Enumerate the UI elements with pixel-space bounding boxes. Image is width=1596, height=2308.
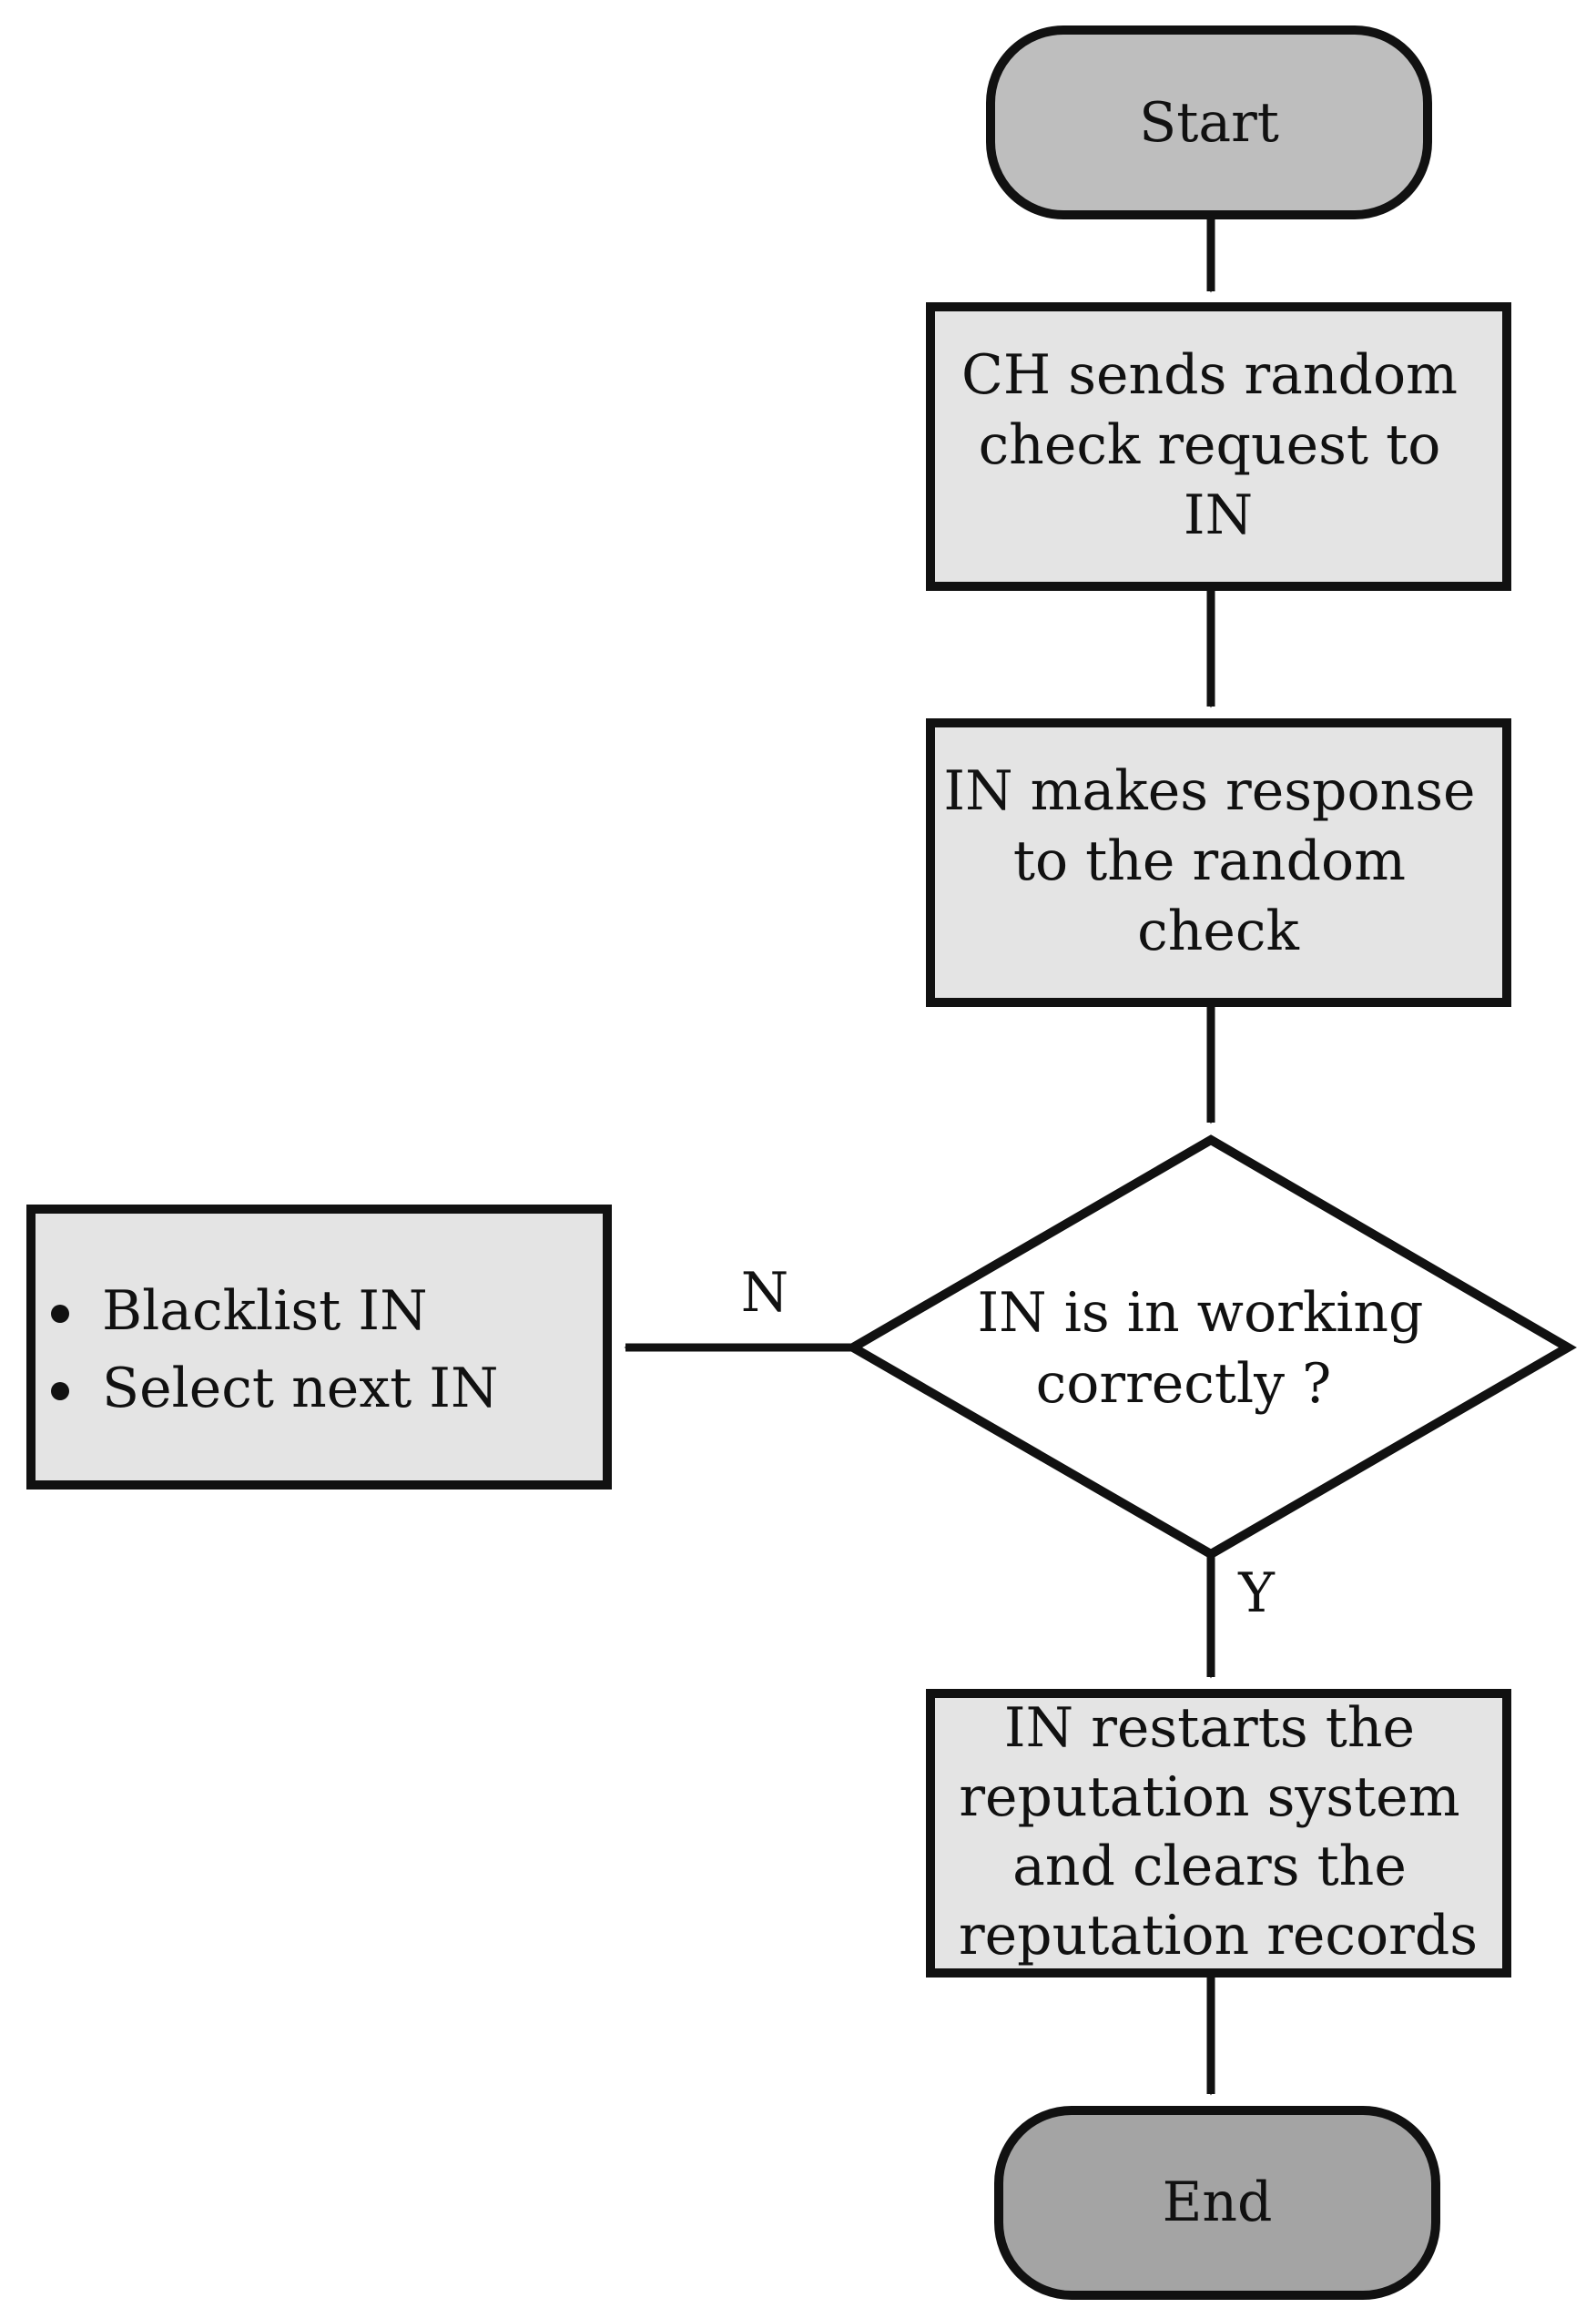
restart-line-4: reputation records xyxy=(959,1904,1478,1967)
blacklist-item-2: Select next IN xyxy=(102,1357,498,1420)
make-response-line-1: IN makes response xyxy=(943,759,1475,823)
end-label: End xyxy=(1163,2171,1273,2234)
decision-label: IN is in working correctly ? xyxy=(977,1281,1440,1416)
make-response-label: IN makes response to the random check xyxy=(943,759,1492,963)
blacklist-node: Blacklist IN Select next IN xyxy=(26,1205,612,1490)
decision-line-2: correctly ? xyxy=(1036,1352,1332,1416)
make-response-shape xyxy=(926,718,1511,1007)
restart-shape xyxy=(926,1689,1511,1978)
restart-node: IN restarts the reputation system and cl… xyxy=(926,1689,1511,1978)
no-label: N xyxy=(741,1261,789,1325)
restart-line-1: IN restarts the xyxy=(1004,1696,1415,1760)
bullet-icon xyxy=(51,1382,69,1400)
blacklist-shape xyxy=(26,1205,612,1490)
make-response-line-3: check xyxy=(1137,900,1299,963)
start-node: Start xyxy=(986,25,1432,219)
restart-line-3: and clears the xyxy=(1012,1835,1407,1898)
start-label: Start xyxy=(1139,91,1279,155)
end-shape xyxy=(994,2106,1440,2300)
send-request-line-1: CH sends random xyxy=(961,343,1458,407)
send-request-label: CH sends random check request to IN xyxy=(961,343,1475,547)
decision-shape xyxy=(844,1134,1577,1560)
restart-line-2: reputation system xyxy=(959,1765,1459,1829)
decision-line-1: IN is in working xyxy=(977,1281,1423,1345)
end-node: End xyxy=(994,2106,1440,2300)
bullet-icon xyxy=(51,1305,69,1323)
decision-node: IN is in working correctly ? xyxy=(844,1134,1577,1560)
yes-label: Y xyxy=(1237,1561,1276,1625)
send-request-shape xyxy=(926,302,1511,591)
restart-label: IN restarts the reputation system and cl… xyxy=(959,1696,1478,1967)
make-response-node: IN makes response to the random check xyxy=(926,718,1511,1007)
send-request-line-2: check request to xyxy=(979,413,1441,477)
send-request-node: CH sends random check request to IN xyxy=(926,302,1511,591)
make-response-line-2: to the random xyxy=(1013,829,1406,893)
blacklist-item-1: Blacklist IN xyxy=(102,1279,428,1343)
send-request-line-3: IN xyxy=(1184,483,1253,547)
